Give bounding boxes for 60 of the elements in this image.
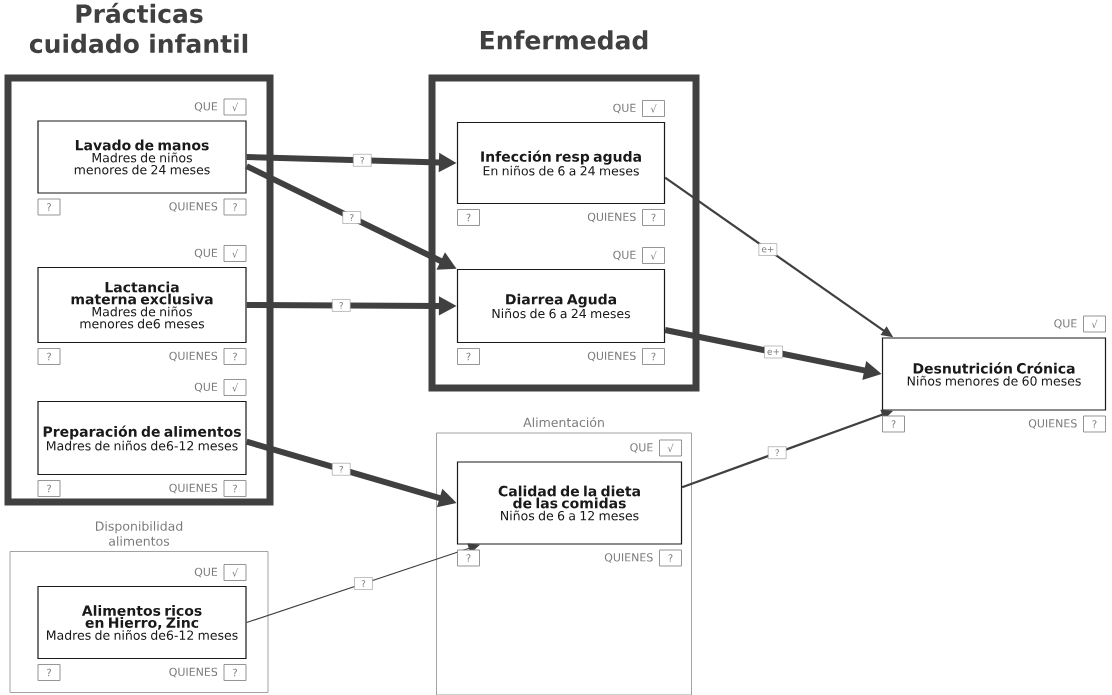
node-box: Alimentos ricos en Hierro, Zinc Madres de niños de6-12 meses: [37, 585, 247, 660]
quienes-label: QUIENES: [604, 553, 653, 563]
que-label: QUE: [630, 443, 653, 453]
question-box: ?: [457, 209, 480, 226]
que-label: QUE: [194, 567, 218, 578]
que-label: QUE: [613, 250, 636, 261]
edge-label: ?: [354, 577, 373, 590]
question-box: ?: [457, 348, 480, 365]
node-box: Lavado de manos Madres de niños menores de 24 meses: [37, 120, 247, 194]
quienes-label: QUIENES: [169, 351, 218, 362]
check-box: √: [1083, 315, 1106, 333]
check-box: √: [223, 245, 247, 262]
quienes-label: QUIENES: [587, 212, 636, 223]
group-heading: Prácticas cuidado infantil: [29, 2, 248, 54]
question-box: ?: [223, 348, 247, 365]
question-box: ?: [223, 198, 247, 216]
que-label: QUE: [194, 102, 218, 112]
check-box: √: [659, 439, 682, 457]
question-box: ?: [882, 415, 905, 433]
edge-label: e+: [758, 243, 778, 256]
node-box: Desnutrición Crónica Niños menores de 60 meses: [881, 337, 1107, 411]
question-box: ?: [223, 480, 247, 497]
node-box: Lactancia materna exclusiva Madres de niños menores de6 meses: [37, 266, 247, 344]
quienes-label: QUIENES: [587, 351, 636, 362]
question-box: ?: [659, 549, 682, 567]
edge-label: ?: [331, 299, 351, 312]
check-box: √: [642, 247, 665, 264]
check-box: √: [223, 98, 247, 116]
group-heading: Alimentación: [523, 416, 604, 428]
que-label: QUE: [613, 103, 636, 114]
question-box: ?: [223, 664, 247, 681]
edge-label: ?: [342, 211, 362, 224]
check-box: √: [223, 379, 247, 396]
quienes-label: QUIENES: [1028, 419, 1077, 429]
question-box: ?: [37, 348, 61, 365]
question-box: ?: [642, 209, 665, 226]
que-label: QUE: [194, 382, 218, 393]
question-box: ?: [37, 664, 61, 681]
node-box: Preparación de alimentos Madres de niños de6-12 meses: [37, 400, 247, 476]
question-box: ?: [1083, 415, 1106, 433]
node-box: Infección resp aguda En niños de 6 a 24 meses: [456, 121, 666, 205]
que-label: QUE: [194, 248, 218, 259]
quienes-label: QUIENES: [169, 202, 218, 212]
question-box: ?: [37, 198, 61, 216]
quienes-label: QUIENES: [169, 483, 218, 494]
group-heading: Enfermedad: [480, 30, 648, 50]
quienes-label: QUIENES: [169, 667, 218, 678]
edge-label: ?: [767, 446, 787, 459]
question-box: ?: [642, 348, 665, 365]
edge-label: e+: [764, 345, 783, 359]
edge-label: ?: [331, 462, 351, 476]
question-box: ?: [37, 480, 61, 497]
check-box: √: [642, 100, 665, 117]
que-label: QUE: [1054, 319, 1077, 329]
edge-label: ?: [352, 154, 372, 167]
node-box: Diarrea Aguda Niños de 6 a 24 meses: [456, 268, 666, 344]
group-heading: Disponibilidad alimentos: [96, 521, 183, 546]
check-box: √: [223, 564, 247, 581]
question-box: ?: [457, 549, 480, 567]
node-box: Calidad de la dieta de las comidas Niños de 6 a 12 meses: [456, 461, 683, 545]
